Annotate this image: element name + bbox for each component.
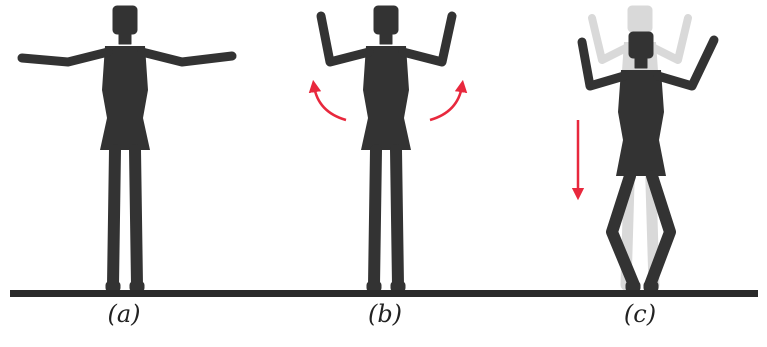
head <box>373 5 399 35</box>
right-arm <box>398 11 457 67</box>
left-arm <box>577 37 629 91</box>
head <box>112 5 138 35</box>
figure-arms-raised <box>316 5 457 292</box>
right-leg <box>129 144 143 291</box>
head <box>628 31 654 59</box>
left-leg <box>368 144 382 291</box>
torso <box>361 46 411 150</box>
right-leg <box>390 144 404 291</box>
caption-a: (a) <box>107 300 141 328</box>
figure-squat <box>577 31 719 292</box>
left-leg <box>107 144 121 291</box>
torso <box>616 70 666 176</box>
caption-c: (c) <box>623 300 657 328</box>
right-arm <box>653 35 719 91</box>
left-leg <box>606 170 640 291</box>
torso <box>100 46 150 150</box>
figure-arms-outstretched <box>17 5 237 292</box>
right-leg <box>644 170 676 291</box>
right-arm <box>137 47 237 67</box>
left-arm <box>17 47 113 67</box>
ground-line <box>10 290 758 297</box>
left-arm <box>316 11 374 67</box>
caption-b: (b) <box>367 300 403 328</box>
rotate-up-arrow-left <box>308 79 347 122</box>
rotate-up-arrow-right <box>429 79 468 122</box>
